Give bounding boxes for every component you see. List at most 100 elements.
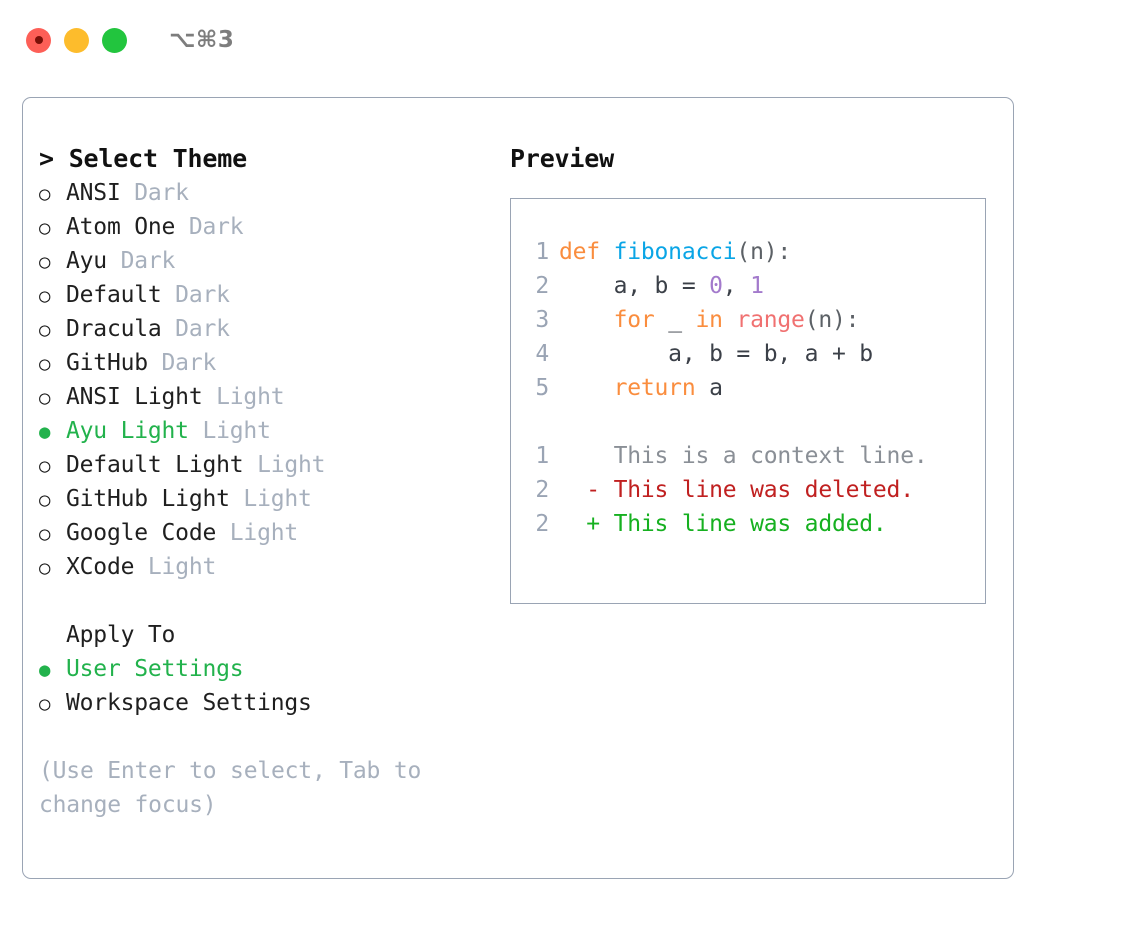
diff-text: This line was deleted. <box>613 477 914 503</box>
theme-option-label: GitHub <box>66 350 148 376</box>
code-token-call: range <box>736 307 805 333</box>
theme-option-label: ANSI Light <box>66 384 203 410</box>
keyboard-hint-text: (Use Enter to select, Tab to change focu… <box>39 758 422 818</box>
code-token-kw: for <box>613 307 655 333</box>
line-number: 2 <box>535 477 549 503</box>
code-token-num: 0 <box>709 273 723 299</box>
theme-option-variant: Light <box>216 520 299 546</box>
theme-option-label: GitHub Light <box>66 486 230 512</box>
theme-option-label: Dracula <box>66 316 162 342</box>
radio-unselected-icon: ○ <box>39 557 51 579</box>
theme-option-github[interactable]: ○GitHub Dark <box>39 346 507 380</box>
diff-marker <box>586 443 600 469</box>
code-line: 3 for _ in range(n): <box>525 303 985 337</box>
code-token-txt <box>559 375 614 401</box>
theme-option-default[interactable]: ○Default Dark <box>39 278 507 312</box>
diff-line-add: 2 + This line was added. <box>525 507 985 541</box>
code-line: 5 return a <box>525 371 985 405</box>
maximize-button[interactable] <box>102 27 127 53</box>
theme-option-xcode[interactable]: ○ XCode Light <box>39 550 507 584</box>
theme-option-label: XCode <box>66 554 135 580</box>
apply-to-heading: ○ Apply To <box>39 618 507 652</box>
diff-text: This line was added. <box>613 511 887 537</box>
theme-option-variant: Light <box>243 452 326 478</box>
apply-to-option-user-settings[interactable]: ●User Settings <box>39 652 507 686</box>
theme-option-label: Google Code <box>66 520 217 546</box>
code-token-num: 1 <box>750 273 764 299</box>
apply-to-option-workspace-settings[interactable]: ○ Workspace Settings <box>39 686 507 720</box>
theme-option-variant: Dark <box>106 248 176 274</box>
radio-unselected-icon: ○ <box>39 489 51 511</box>
theme-option-ansi[interactable]: ○ ANSI Dark <box>39 176 507 210</box>
line-number: 2 <box>535 511 549 537</box>
radio-unselected-icon: ○ <box>39 319 51 341</box>
theme-option-variant: Light <box>188 418 271 444</box>
theme-option-label: Ayu <box>66 248 107 274</box>
code-line: 2 a, b = 0, 1 <box>525 269 985 303</box>
apply-to-option-label: Workspace Settings <box>66 690 312 716</box>
close-button[interactable] <box>26 27 51 53</box>
theme-option-github-light[interactable]: ○ GitHub Light Light <box>39 482 507 516</box>
code-token-txt: a, b = b, a + b <box>559 341 873 367</box>
diff-line-text: + This line was added. <box>559 511 887 537</box>
theme-option-variant: Dark <box>161 282 230 308</box>
code-token-txt: , <box>722 273 751 299</box>
theme-option-label: Default Light <box>66 452 244 478</box>
theme-option-variant: Dark <box>161 316 230 342</box>
radio-unselected-icon: ○ <box>39 183 51 205</box>
theme-option-variant: Dark <box>175 214 244 240</box>
code-token-fn: fibonacci <box>613 239 737 265</box>
theme-option-variant: Light <box>229 486 312 512</box>
diff-marker: - <box>586 477 600 503</box>
diff-text: This is a context line. <box>613 443 928 469</box>
theme-option-variant: Dark <box>120 180 189 206</box>
radio-unselected-icon: ○ <box>39 285 51 307</box>
line-number: 1 <box>535 239 549 265</box>
theme-option-variant: Light <box>134 554 217 580</box>
line-number: 2 <box>535 273 549 299</box>
diff-marker: + <box>586 511 600 537</box>
theme-option-label: Atom One <box>66 214 176 240</box>
code-token-txt: a, b = <box>559 273 710 299</box>
theme-list: ○ANSI Dark○Atom One Dark○Ayu Dark○Defaul… <box>39 176 507 584</box>
window-controls <box>26 27 127 53</box>
theme-option-label: ANSI <box>66 180 121 206</box>
theme-option-google-code[interactable]: ○ Google Code Light <box>39 516 507 550</box>
line-number: 4 <box>535 341 549 367</box>
main-panel: > Select Theme ○ANSI Dark○Atom One Dark○… <box>22 97 1014 879</box>
radio-unselected-icon: ○ <box>39 523 51 545</box>
diff-line-text: This is a context line. <box>559 443 928 469</box>
radio-selected-icon: ● <box>39 421 51 443</box>
code-token-punc: (n): <box>804 307 860 333</box>
radio-unselected-icon: ○ <box>39 353 51 375</box>
theme-option-label: Ayu Light <box>66 418 189 444</box>
theme-option-default-light[interactable]: ○Default Light Light <box>39 448 507 482</box>
theme-option-ayu[interactable]: ○Ayu Dark <box>39 244 507 278</box>
line-number: 3 <box>535 307 549 333</box>
preview-title: Preview <box>510 144 614 173</box>
radio-unselected-icon: ○ <box>39 387 51 409</box>
radio-unselected-icon: ○ <box>39 217 51 239</box>
apply-to-list: ●User Settings ○ Workspace Settings <box>39 652 507 720</box>
theme-option-ayu-light[interactable]: ● Ayu Light Light <box>39 414 507 448</box>
code-token-kw: def <box>559 239 614 265</box>
minimize-button[interactable] <box>64 27 89 53</box>
theme-option-variant: Light <box>202 384 285 410</box>
radio-unselected-icon: ○ <box>39 693 51 715</box>
radio-selected-icon: ● <box>39 659 51 681</box>
theme-option-atom-one[interactable]: ○ Atom One Dark <box>39 210 507 244</box>
theme-option-dracula[interactable]: ○ Dracula Dark <box>39 312 507 346</box>
keyboard-shortcut-label: ⌥⌘3 <box>169 27 235 53</box>
diff-sample: 1 This is a context line. 2 - This line w… <box>525 439 985 541</box>
code-token-txt <box>559 307 614 333</box>
line-number: 1 <box>535 443 549 469</box>
theme-option-ansi-light[interactable]: ○ ANSI Light Light <box>39 380 507 414</box>
code-token-txt: a <box>695 375 723 401</box>
code-token-txt: _ <box>654 307 696 333</box>
title-bar: ⌥⌘3 <box>0 0 1140 80</box>
